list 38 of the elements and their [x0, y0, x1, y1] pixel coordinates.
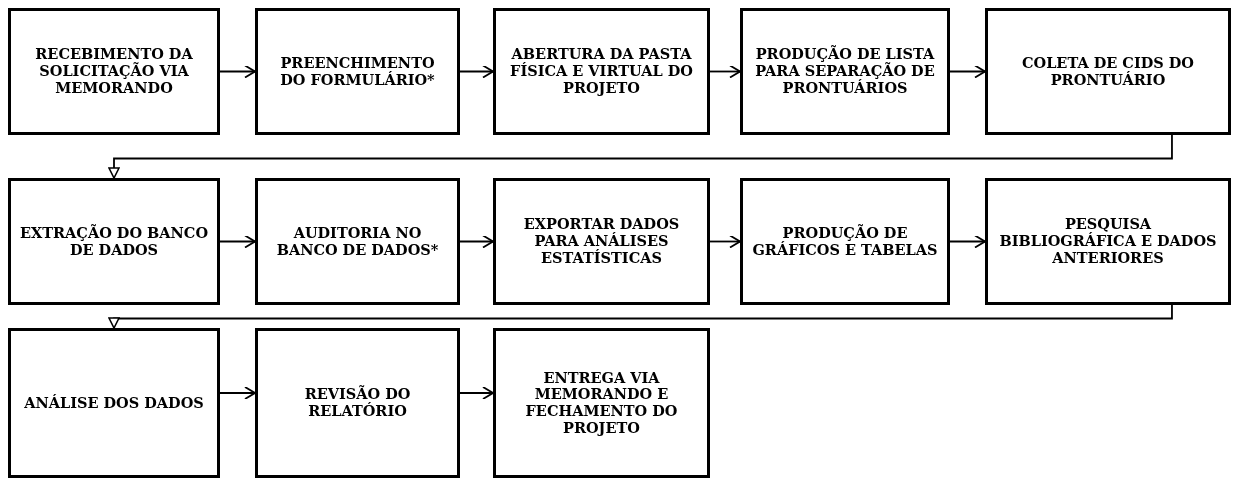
arrow: [949, 234, 986, 249]
process-box: [493, 178, 710, 305]
process-box: [740, 8, 950, 135]
box-label: COLETA DE CIDS DO PRONTUÁRIO: [1021, 54, 1195, 89]
box-label: PREENCHIMENTO DO FORMULÁRIO*: [279, 54, 436, 89]
process-box: [8, 328, 220, 478]
process-box: [985, 178, 1231, 305]
arrow: [459, 386, 494, 400]
arrow: [459, 234, 494, 249]
process-box: [255, 328, 460, 478]
process-box: [493, 8, 710, 135]
box-label: ABERTURA DA PASTA FÍSICA E VIRTUAL DO PROJETO: [509, 46, 694, 97]
process-box: [740, 178, 950, 305]
box-label: PRODUÇÃO DE LISTA PARA SEPARAÇÃO DE PRONTUÁRIOS: [754, 46, 936, 97]
box-label: ANÁLISE DOS DADOS: [24, 394, 204, 412]
arrow: [219, 386, 256, 400]
arrow: [709, 234, 741, 249]
process-box: [493, 328, 710, 478]
box-label: PRODUÇÃO DE GRÁFICOS E TABELAS: [751, 224, 939, 259]
arrow: [459, 64, 494, 79]
process-box: [8, 178, 220, 305]
arrow: [949, 64, 986, 79]
box-label: REVISÃO DO RELATÓRIO: [303, 386, 412, 420]
process-box: [985, 8, 1231, 135]
box-label: ENTREGA VIA MEMORANDO E FECHAMENTO DO PROJETO: [524, 369, 679, 437]
box-label: RECEBIMENTO DA SOLICITAÇÃO VIA MEMORANDO: [34, 46, 194, 97]
process-box: [255, 178, 460, 305]
box-label: PESQUISA BIBLIOGRÁFICA E DADOS ANTERIORES: [998, 216, 1218, 267]
arrow: [108, 304, 1173, 329]
arrow: [108, 134, 1173, 179]
box-label: EXTRAÇÃO DO BANCO DE DADOS: [19, 224, 209, 259]
box-label: EXPORTAR DADOS PARA ANÁLISES ESTATÍSTICAS: [522, 216, 681, 267]
process-box: [255, 8, 460, 135]
process-box: [8, 8, 220, 135]
arrow: [219, 64, 256, 79]
box-label: AUDITORIA NO BANCO DE DADOS*: [275, 224, 440, 259]
arrow: [219, 234, 256, 249]
arrow: [709, 64, 741, 79]
